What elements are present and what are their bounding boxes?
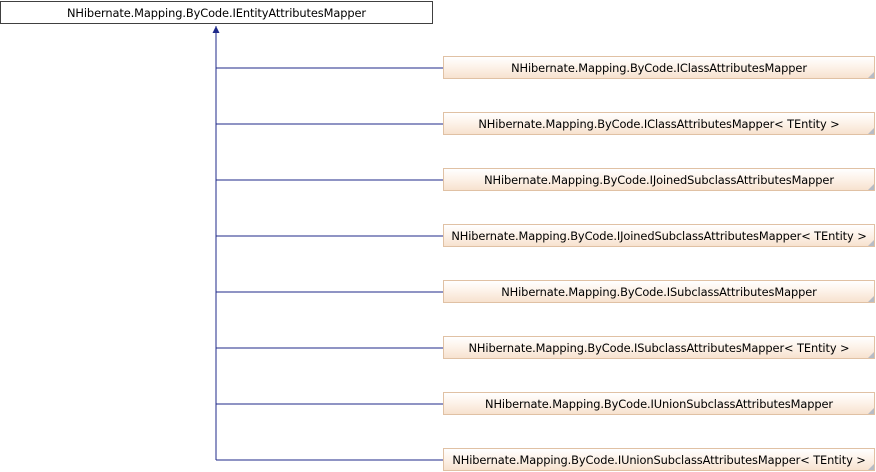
derived-class-label: NHibernate.Mapping.ByCode.IClassAttribut… <box>478 116 840 131</box>
derived-class-label: NHibernate.Mapping.ByCode.ISubclassAttri… <box>501 284 817 299</box>
derived-class-label: NHibernate.Mapping.ByCode.ISubclassAttri… <box>468 340 850 355</box>
root-class-node[interactable]: NHibernate.Mapping.ByCode.IEntityAttribu… <box>0 1 433 24</box>
derived-class-node[interactable]: NHibernate.Mapping.ByCode.IJoinedSubclas… <box>443 168 875 191</box>
root-class-label: NHibernate.Mapping.ByCode.IEntityAttribu… <box>66 5 366 20</box>
derived-class-node[interactable]: NHibernate.Mapping.ByCode.IUnionSubclass… <box>443 448 875 471</box>
derived-class-node[interactable]: NHibernate.Mapping.ByCode.ISubclassAttri… <box>443 280 875 303</box>
derived-class-label: NHibernate.Mapping.ByCode.IJoinedSubclas… <box>484 172 834 187</box>
derived-class-label: NHibernate.Mapping.ByCode.IUnionSubclass… <box>485 396 833 411</box>
derived-class-node[interactable]: NHibernate.Mapping.ByCode.ISubclassAttri… <box>443 336 875 359</box>
derived-class-label: NHibernate.Mapping.ByCode.IJoinedSubclas… <box>451 228 867 243</box>
derived-class-node[interactable]: NHibernate.Mapping.ByCode.IClassAttribut… <box>443 56 875 79</box>
derived-class-node[interactable]: NHibernate.Mapping.ByCode.IJoinedSubclas… <box>443 224 875 247</box>
derived-class-node[interactable]: NHibernate.Mapping.ByCode.IClassAttribut… <box>443 112 875 135</box>
derived-class-node[interactable]: NHibernate.Mapping.ByCode.IUnionSubclass… <box>443 392 875 415</box>
derived-class-label: NHibernate.Mapping.ByCode.IUnionSubclass… <box>452 452 866 467</box>
derived-class-label: NHibernate.Mapping.ByCode.IClassAttribut… <box>511 60 807 75</box>
